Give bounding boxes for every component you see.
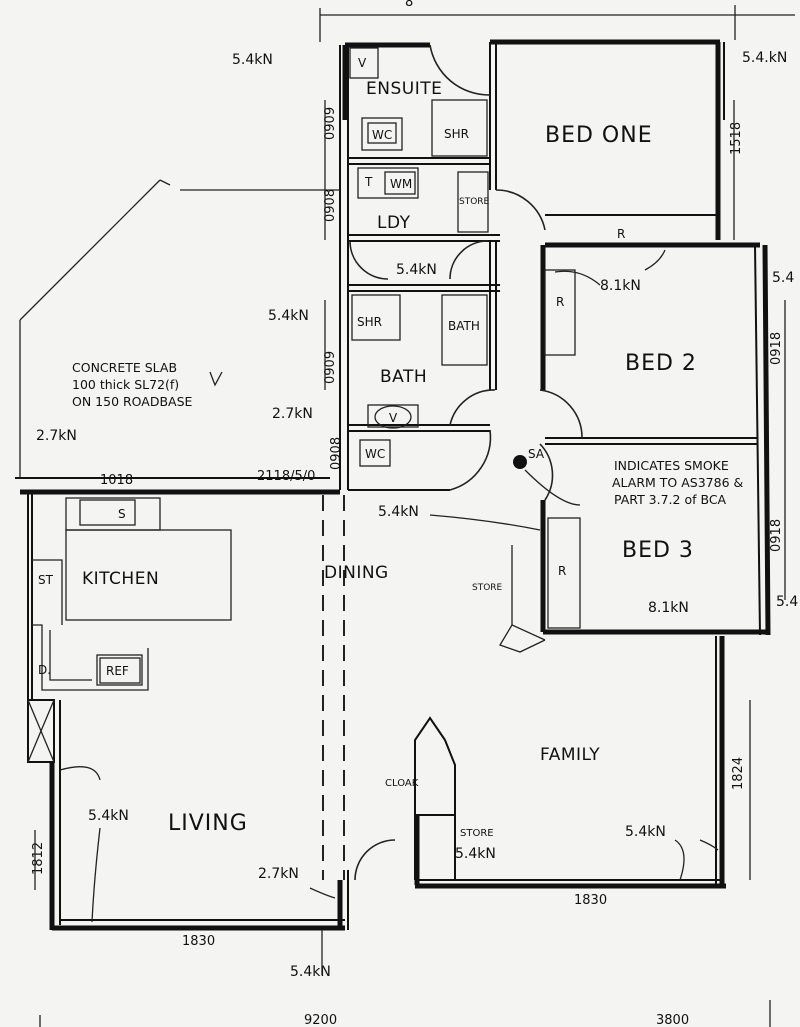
load-ldy: 5.4kN — [396, 262, 437, 278]
load-bed3-right: 5.4 — [776, 594, 798, 610]
fixture-kitchen-s: S — [118, 507, 126, 521]
fixture-bath-wc: WC — [365, 447, 385, 461]
load-bed3: 8.1kN — [648, 600, 689, 616]
dim-top: 8 — [405, 0, 413, 10]
dim-living-bottom: 1830 — [182, 934, 215, 949]
load-bed2: 8.1kN — [600, 278, 641, 294]
load-bed2-right: 5.4 — [772, 270, 794, 286]
fixture-robe-bed1: R — [617, 227, 625, 241]
door-swings — [349, 44, 583, 881]
smoke-note-line-1: INDICATES SMOKE — [614, 458, 729, 473]
smoke-note-line-3: PART 3.7.2 of BCA — [614, 492, 727, 507]
dim-kitchen-top: 1018 — [100, 473, 133, 488]
load-hall: 5.4kN — [378, 504, 419, 520]
fixture-bath-v: V — [389, 411, 398, 425]
fixture-bath-shr: SHR — [357, 315, 382, 329]
fixture-cloak: CLOAK — [385, 778, 419, 789]
dim-bath-v: 0909 — [323, 351, 338, 384]
slab-note-line-2: 100 thick SL72(f) — [72, 377, 179, 392]
dim-bed1-v: 1518 — [729, 122, 744, 155]
load-entry: 2.7kN — [258, 866, 299, 882]
room-label-bed-2: BED 2 — [625, 351, 697, 376]
room-label-family: FAMILY — [540, 745, 600, 765]
room-label-dining: DINING — [324, 563, 389, 583]
fixture-hall-store: STORE — [460, 828, 494, 839]
load-bath-low: 2.7kN — [272, 406, 313, 422]
dimension-lines — [34, 5, 795, 1027]
dim-hall: 2118/5/0 — [257, 469, 315, 484]
dim-ensuite-v: 0909 — [323, 107, 338, 140]
load-bath: 5.4kN — [268, 308, 309, 324]
fixture-ensuite-v: V — [358, 56, 367, 70]
room-label-kitchen: KITCHEN — [82, 569, 159, 589]
slab-note-line-3: ON 150 ROADBASE — [72, 394, 193, 409]
annotation-arrows — [59, 249, 719, 975]
fixture-ldy-wm: WM — [390, 177, 412, 191]
room-label-bath: BATH — [380, 367, 427, 387]
fixture-ldy-store: STORE — [459, 197, 490, 207]
dim-bed2-v: 0918 — [769, 332, 784, 365]
dim-family-bottom: 1830 — [574, 893, 607, 908]
room-label-ldy: LDY — [377, 213, 411, 233]
fixture-kitchen-d: D. — [38, 663, 51, 677]
walls — [15, 39, 771, 931]
fixture-kitchen-st: ST — [38, 573, 54, 587]
dim-bed3-v: 0918 — [769, 519, 784, 552]
dim-living-v: 1812 — [31, 842, 46, 875]
load-slab-left: 2.7kN — [36, 428, 77, 444]
load-living: 5.4kN — [88, 808, 129, 824]
fixture-ensuite-wc: WC — [372, 128, 392, 142]
load-ensuite-right: 5.4.kN — [742, 50, 787, 66]
slab-note-line-1: CONCRETE SLAB — [72, 360, 177, 375]
fixture-robe-bed2: R — [556, 295, 564, 309]
fixture-ensuite-shr: SHR — [444, 127, 469, 141]
dim-ldy-v: 0908 — [323, 189, 338, 222]
room-label-ensuite: ENSUITE — [366, 79, 442, 99]
fixture-bath-bath: BATH — [448, 319, 480, 333]
room-label-bed-one: BED ONE — [545, 123, 653, 148]
dim-overall-right: 3800 — [656, 1013, 689, 1027]
fixture-ldy-t: T — [364, 175, 373, 189]
fixture-smoke-sa: SA — [528, 447, 545, 461]
fixture-robe-bed3: R — [558, 564, 566, 578]
room-label-living: LIVING — [168, 811, 248, 836]
fixture-bed3-store: STORE — [472, 583, 503, 593]
fixtures — [32, 47, 581, 691]
load-bottom: 5.4kN — [290, 964, 331, 980]
fixture-kitchen-ref: REF — [106, 664, 129, 678]
smoke-note-line-2: ALARM TO AS3786 & — [612, 475, 744, 490]
load-family: 5.4kN — [625, 824, 666, 840]
dim-bath-low-v: 0908 — [329, 437, 344, 470]
dim-family-v: 1824 — [731, 757, 746, 790]
load-hall-store: 5.4kN — [455, 846, 496, 862]
load-ensuite-left: 5.4kN — [232, 52, 273, 68]
room-label-bed-3: BED 3 — [622, 538, 694, 563]
dim-overall-left: 9200 — [304, 1013, 337, 1027]
